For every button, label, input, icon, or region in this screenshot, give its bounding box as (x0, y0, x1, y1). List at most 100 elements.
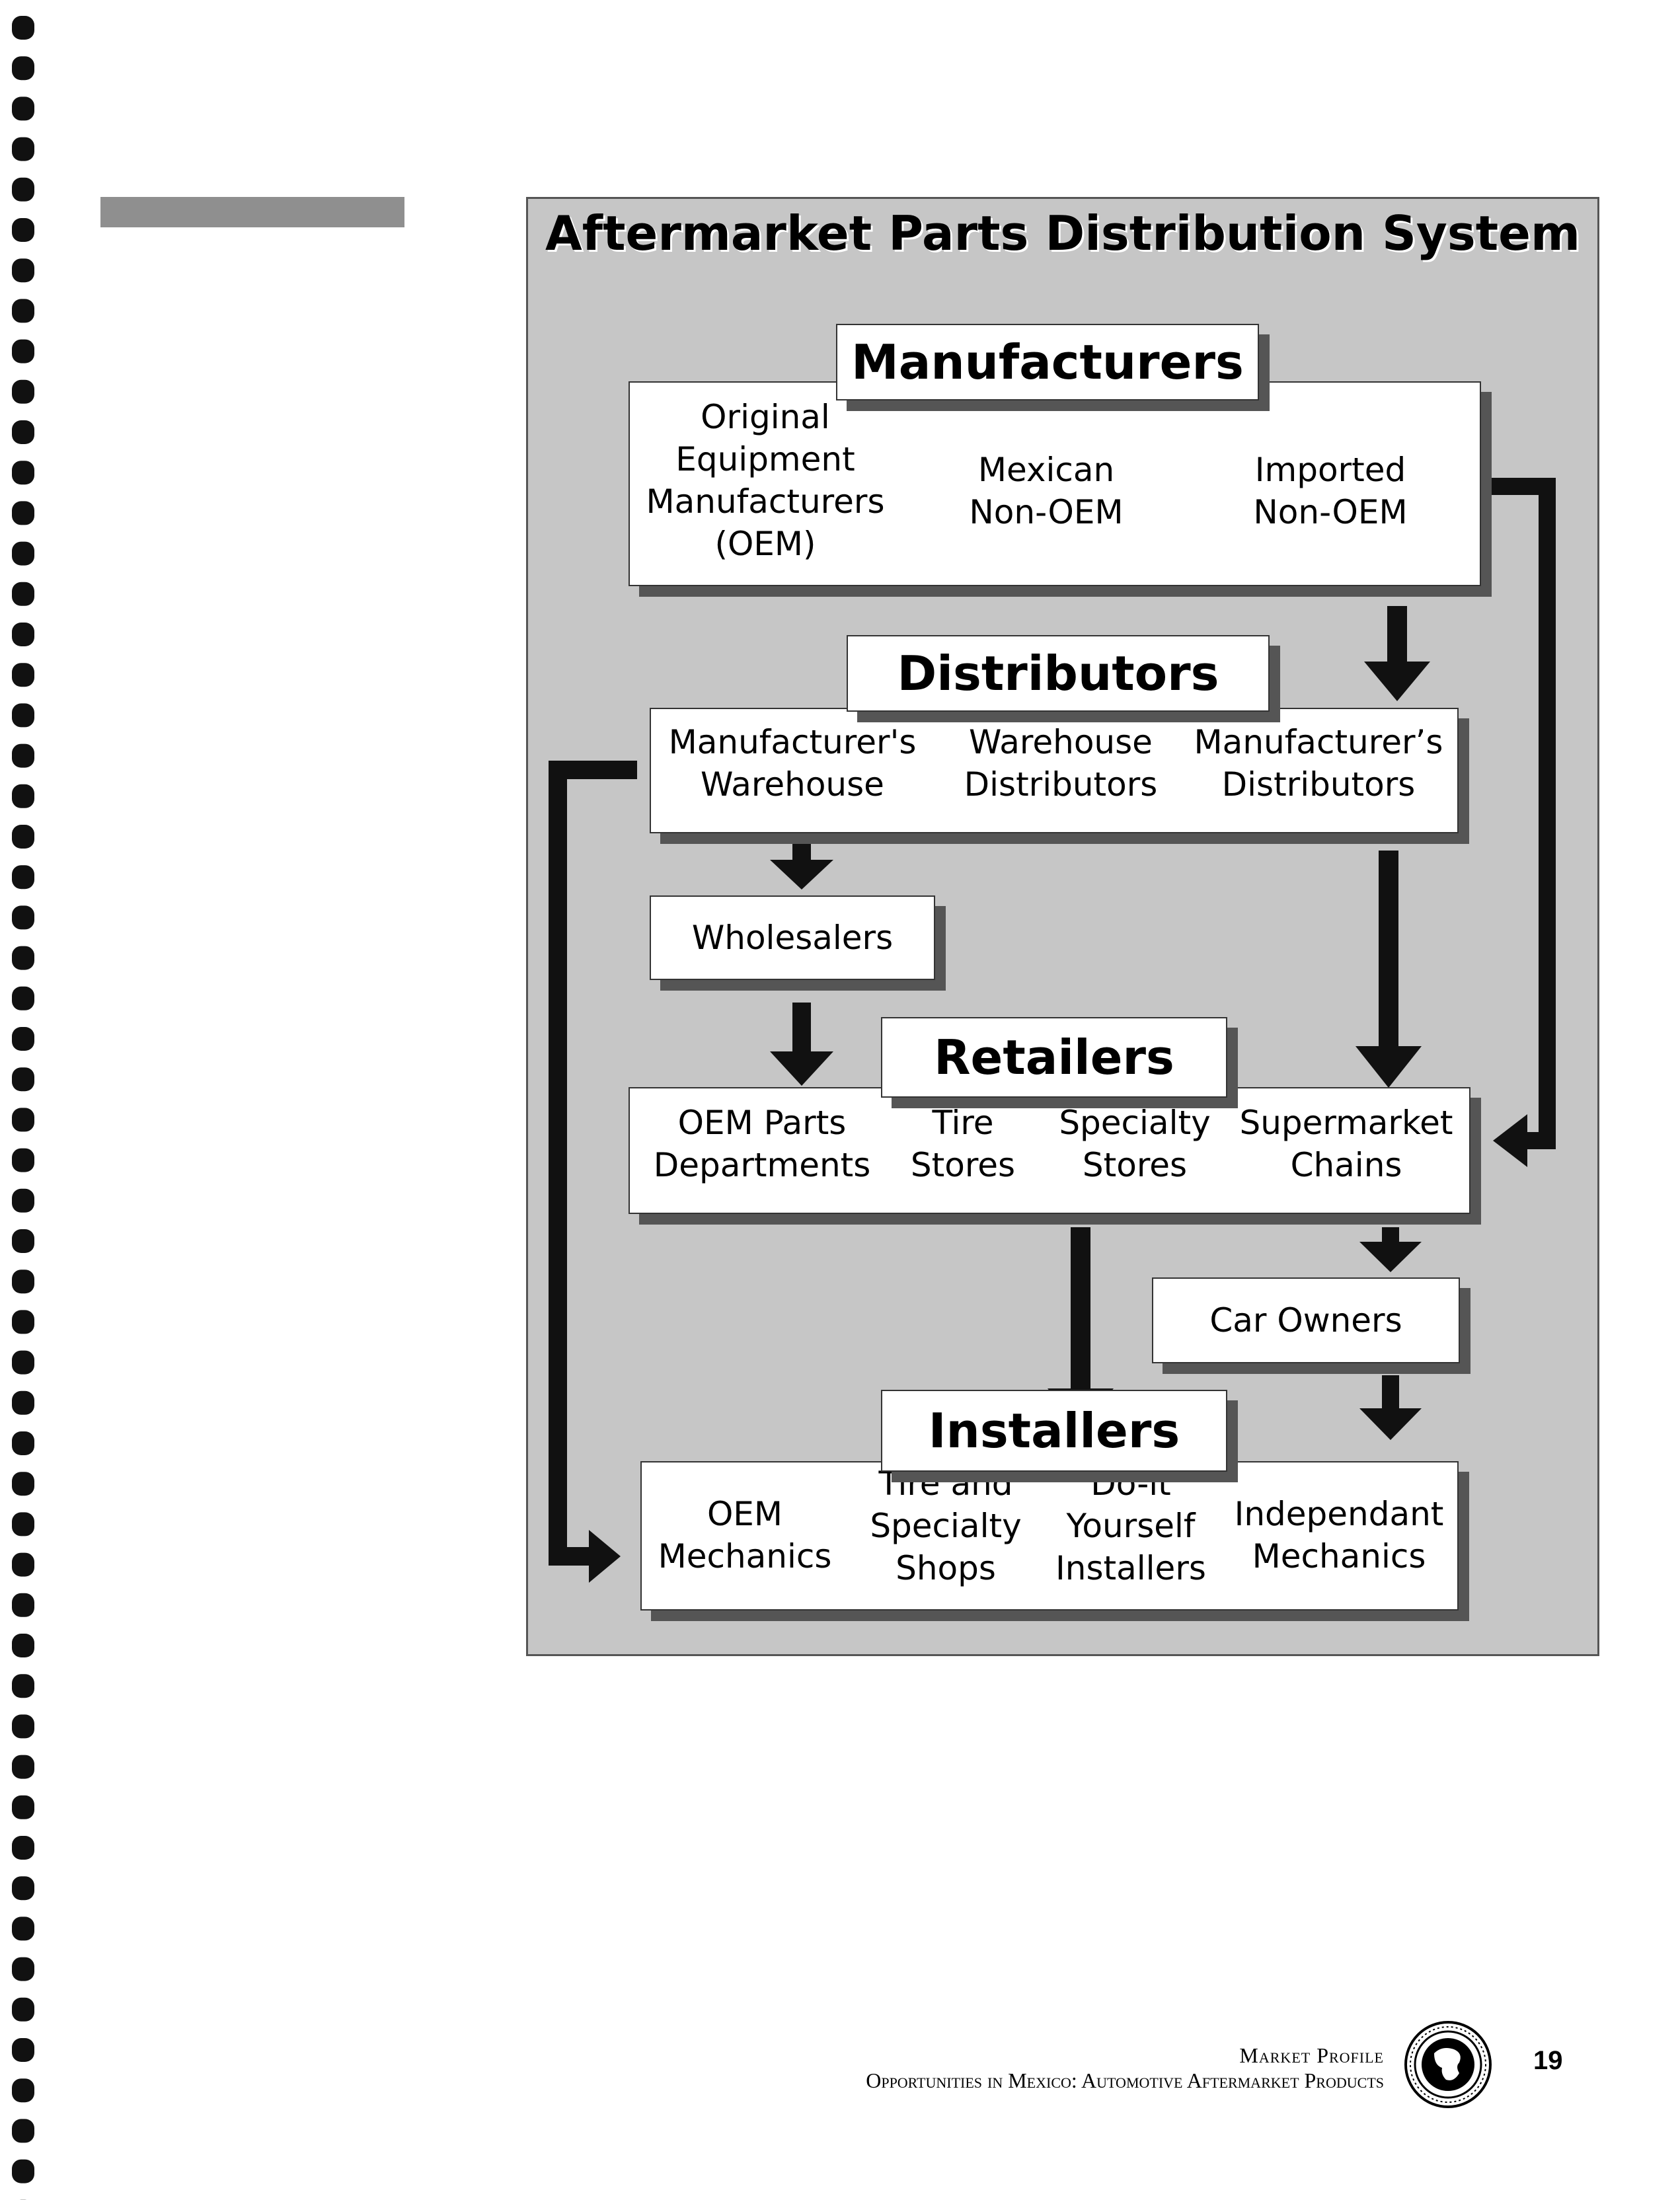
footer-subtitle: Opportunities in Mexico: Automotive Afte… (866, 2068, 1384, 2092)
manufacturers-box: Original Equipment Manufacturers (OEM) M… (629, 381, 1481, 586)
manufacturer-mexican-non-oem: Mexican Non-OEM (969, 451, 1124, 531)
footer-section-title: Market Profile (1239, 2043, 1384, 2067)
binding-hole (12, 865, 34, 890)
binding-hole (12, 825, 34, 849)
binding-hole (12, 258, 34, 283)
retailer-supermarket-chains: Supermarket Chains (1239, 1104, 1453, 1184)
binding-hole (12, 1957, 34, 1981)
binding-hole (12, 1067, 34, 1092)
binding-hole (12, 663, 34, 687)
binding-hole (12, 1552, 34, 1577)
wholesalers-box: Wholesalers (650, 895, 935, 980)
distributor-warehouse-distributors: Warehouse Distributors (964, 723, 1158, 804)
retailer-tire-stores: Tire Stores (910, 1104, 1016, 1184)
arrowhead-manufacturers-to-retailers (1493, 1114, 1527, 1167)
binding-hole (12, 1836, 34, 1860)
arrowhead-retailers-to-car-owners (1359, 1242, 1422, 1272)
binding-hole (12, 1593, 34, 1617)
binding-hole (12, 1714, 34, 1739)
binding-hole (12, 461, 34, 485)
binding-hole (12, 784, 34, 808)
binding-hole (12, 2159, 34, 2183)
binding-hole (12, 623, 34, 646)
binding-hole (12, 137, 34, 161)
binding-hole (12, 1472, 34, 1496)
arrow-manufacturers-to-retailers (1490, 478, 1556, 1149)
arrowhead-distributors-to-wholesalers (770, 860, 833, 890)
binding-hole (12, 96, 34, 121)
binding-hole (12, 2078, 34, 2103)
binding-hole (12, 1634, 34, 1657)
page-number: 19 (1533, 2046, 1563, 2075)
binding-hole (12, 1310, 34, 1334)
arrow-distributors-to-supermarket (1379, 851, 1398, 1050)
installers-box: OEM Mechanics Tire and Specialty Shops D… (640, 1461, 1459, 1611)
retailer-specialty-stores: Specialty Stores (1059, 1104, 1211, 1184)
diagram-title: Aftermarket Parts Distribution System (545, 206, 1580, 261)
arrowhead-distributors-to-installers (589, 1530, 621, 1583)
distributors-box: Manufacturer's Warehouse Warehouse Distr… (650, 708, 1459, 833)
diagram-panel: Aftermarket Parts Distribution System Or… (526, 197, 1599, 1656)
arrowhead-car-owners-to-installers (1359, 1408, 1422, 1440)
binding-hole (12, 1350, 34, 1375)
manufacturer-imported-non-oem: Imported Non-OEM (1253, 451, 1408, 531)
binding-hole (12, 1755, 34, 1779)
binding-hole (12, 1512, 34, 1536)
arrow-retailers-to-car-owners (1382, 1227, 1399, 1244)
installer-tire-and-specialty-shops: Tire and Specialty Shops (870, 1464, 1022, 1587)
binding-hole (12, 339, 34, 363)
installer-oem-mechanics: OEM Mechanics (658, 1495, 832, 1575)
binding-hole (12, 1108, 34, 1132)
binding-hole (12, 541, 34, 566)
manufacturer-oem: Original Equipment Manufacturers (OEM) (646, 398, 885, 563)
binding-hole (12, 582, 34, 606)
arrow-car-owners-to-installers (1382, 1375, 1399, 1411)
spiral-binding (12, 16, 34, 2200)
retailer-oem-parts-departments: OEM Parts Departments (653, 1104, 871, 1184)
arrowhead-distributors-to-supermarket (1355, 1046, 1422, 1088)
binding-hole (12, 743, 34, 768)
binding-hole (12, 218, 34, 242)
installer-do-it-yourself-installers: Do-it Yourself Installers (1055, 1464, 1206, 1587)
binding-hole (12, 1188, 34, 1213)
arrowhead-manufacturers-to-distributors (1364, 662, 1430, 701)
gray-margin-bar (100, 197, 404, 227)
binding-hole (12, 1674, 34, 1698)
binding-hole (12, 1916, 34, 1941)
binding-hole (12, 16, 34, 40)
binding-hole (12, 1390, 34, 1415)
distributors-heading: Distributors (847, 635, 1270, 712)
binding-hole (12, 946, 34, 970)
retailers-heading: Retailers (881, 1017, 1227, 1098)
binding-hole (12, 2119, 34, 2143)
car-owners-label: Car Owners (1209, 1301, 1402, 1340)
binding-hole (12, 905, 34, 930)
binding-hole (12, 379, 34, 404)
flow-arrows (549, 478, 1556, 1583)
distributor-manufacturers-distributors: Manufacturer’s Distributors (1194, 723, 1443, 804)
binding-hole (12, 1431, 34, 1455)
binding-hole (12, 501, 34, 525)
binding-hole (12, 986, 34, 1010)
binding-hole (12, 1027, 34, 1051)
installer-independant-mechanics: Independant Mechanics (1234, 1495, 1444, 1575)
distributor-manufacturers-warehouse: Manufacturer's Warehouse (668, 723, 917, 804)
binding-hole (12, 56, 34, 81)
manufacturers-heading: Manufacturers (836, 324, 1259, 400)
binding-hole (12, 420, 34, 444)
arrow-wholesalers-to-retailers (792, 1003, 811, 1055)
retailers-box: OEM Parts Departments Tire Stores Specia… (629, 1087, 1470, 1214)
binding-hole (12, 1795, 34, 1819)
arrow-distributors-to-installers (549, 761, 637, 1566)
binding-hole (12, 1229, 34, 1253)
arrow-retailers-to-installers (1071, 1227, 1090, 1392)
binding-hole (12, 1876, 34, 1901)
binding-hole (12, 1148, 34, 1172)
car-owners-box: Car Owners (1152, 1277, 1460, 1363)
arrowhead-wholesalers-to-retailers (770, 1051, 833, 1086)
binding-hole (12, 1997, 34, 2022)
binding-hole (12, 703, 34, 728)
arrow-distributors-to-wholesalers (792, 837, 811, 862)
organization-seal-icon (1404, 2021, 1492, 2108)
binding-hole (12, 2038, 34, 2062)
